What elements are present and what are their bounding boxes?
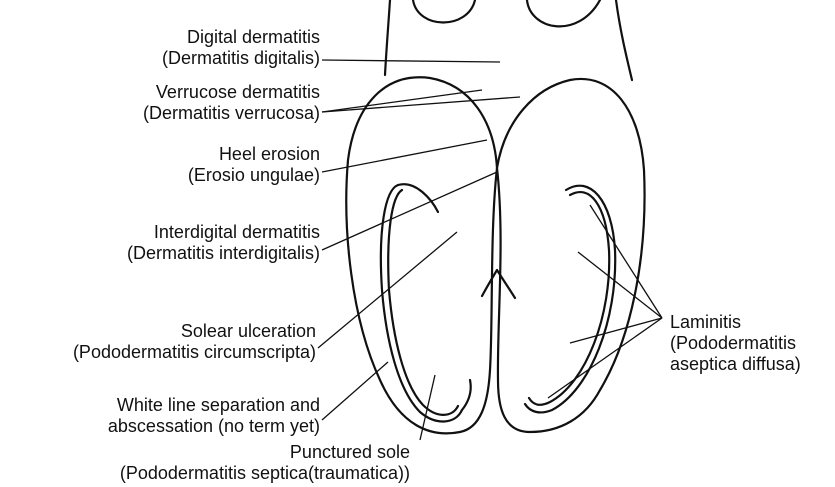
label-verrucose-dermatitis: Verrucose dermatitis (Dermatitis verruco…	[143, 82, 320, 124]
leg-outline	[385, 0, 390, 75]
label-punctured-sole: Punctured sole (Pododermatitis septica(t…	[120, 442, 410, 484]
leader-whiteline	[322, 362, 388, 420]
label-punctured-line2: (Pododermatitis septica(traumatica))	[120, 463, 410, 484]
label-interdigital-line1: Interdigital dermatitis	[127, 222, 320, 243]
dewclaw-left	[413, 0, 475, 23]
left-white-line	[388, 190, 458, 415]
leg-outline	[616, 0, 632, 80]
leader-laminitis-b	[578, 252, 662, 318]
label-heel-erosion: Heel erosion (Erosio ungulae)	[188, 144, 320, 186]
label-solear-line1: Solear ulceration	[73, 321, 316, 342]
label-heel-line1: Heel erosion	[188, 144, 320, 165]
label-whiteline-line2: abscessation (no term yet)	[108, 416, 320, 437]
label-digital-line2: (Dermatitis digitalis)	[162, 48, 320, 69]
label-verrucose-line2: (Dermatitis verrucosa)	[143, 103, 320, 124]
label-interdigital-dermatitis: Interdigital dermatitis (Dermatitis inte…	[127, 222, 320, 264]
right-white-line	[529, 192, 609, 405]
dewclaw-right	[527, 0, 600, 26]
label-heel-line2: (Erosio ungulae)	[188, 165, 320, 186]
label-laminitis-line2: (Pododermatitis	[670, 333, 801, 354]
label-punctured-line1: Punctured sole	[120, 442, 410, 463]
leader-interdigital	[322, 172, 497, 250]
leader-verrucose-b	[322, 97, 520, 112]
leader-verrucose-a	[322, 90, 482, 112]
label-digital-dermatitis: Digital dermatitis (Dermatitis digitalis…	[162, 27, 320, 69]
left-sole-inner	[462, 380, 471, 410]
label-whiteline-line1: White line separation and	[108, 395, 320, 416]
interdigital-cleft	[482, 270, 515, 298]
label-interdigital-line2: (Dermatitis interdigitalis)	[127, 243, 320, 264]
label-verrucose-line1: Verrucose dermatitis	[143, 82, 320, 103]
label-laminitis-line1: Laminitis	[670, 312, 801, 333]
left-claw	[346, 77, 497, 433]
left-white-line	[381, 185, 462, 422]
leader-digital	[322, 60, 500, 62]
label-laminitis: Laminitis (Pododermatitis aseptica diffu…	[670, 312, 801, 375]
label-laminitis-line3: aseptica diffusa)	[670, 354, 801, 375]
label-white-line-separation: White line separation and abscessation (…	[108, 395, 320, 437]
leader-laminitis-c	[570, 318, 662, 343]
label-digital-line1: Digital dermatitis	[162, 27, 320, 48]
label-solear-line2: (Pododermatitis circumscripta)	[73, 342, 316, 363]
leader-laminitis-a	[590, 205, 662, 318]
leader-heel	[322, 140, 487, 172]
right-white-line	[525, 186, 615, 413]
label-solear-ulceration: Solear ulceration (Pododermatitis circum…	[73, 321, 316, 363]
